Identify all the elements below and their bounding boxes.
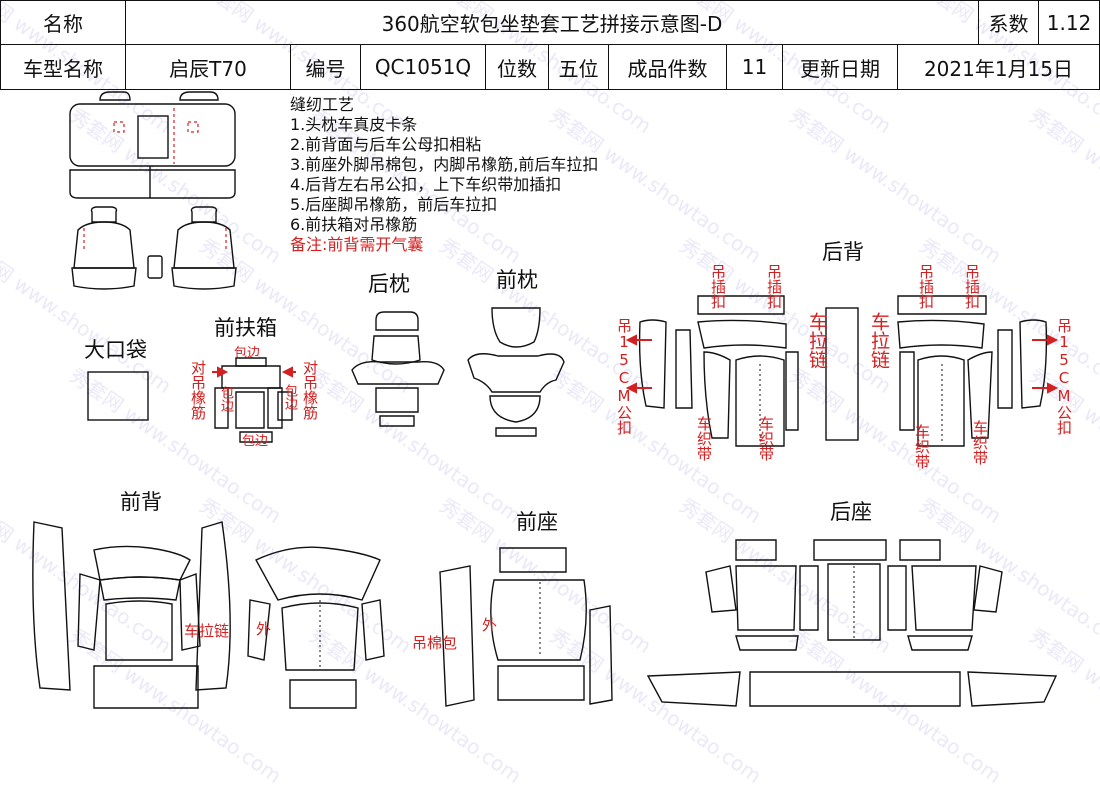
rear-seat-thumbnail [69,91,236,199]
rear-seat-pieces [646,539,1058,707]
hang-buckle-note-4: 吊插扣 [963,264,981,309]
hang-buckle-note-2: 吊插扣 [765,264,783,309]
notes-item-1: 1.头枕车真皮卡条 [290,115,418,134]
front-seat-outer-note: 外 [482,616,498,634]
rear-back-right-pieces [897,295,1048,447]
car-label: 车型名称 [1,45,126,89]
rear-back-label: 后背 [822,240,864,264]
coef-value: 1.12 [1039,1,1099,45]
notes-item-4: 4.后背左右吊公扣，上下车织带加插扣 [290,175,562,194]
coef-label: 系数 [979,1,1039,45]
front-armrest-label: 前扶箱 [214,316,277,340]
hang-buckle-note-1: 吊插扣 [709,264,727,309]
console-thumbnail [147,255,163,279]
rear-headrest-pieces [351,311,445,427]
front-seat-thumbnail-right [171,206,237,290]
front-armrest-pieces [214,357,293,443]
hem-note-left: 包边 [218,386,233,412]
front-headrest-pieces [467,307,565,437]
notes-item-3: 3.前座外脚吊棉包，内脚吊橡筋,前后车拉扣 [290,155,599,174]
pair-elastic-note-right: 对吊橡筋 [301,360,319,420]
front-back-label: 前背 [120,490,162,514]
hang-15cm-note-left: 吊15CM公扣 [615,318,633,435]
hem-note-top: 包边 [234,346,261,361]
front-back-zipper-note: 车拉链 [184,622,230,640]
notes-remark: 备注:前背需开气囊 [290,235,424,254]
front-headrest-label: 前枕 [496,268,538,292]
drawing-title: 360航空软包坐垫套工艺拼接示意图-D [126,1,979,45]
notes-item-2: 2.前背面与后车公母扣相粘 [290,135,482,154]
big-pocket-piece [87,371,149,421]
seat-label: 位数 [486,45,549,89]
notes-item-5: 5.后座脚吊橡筋，前后车拉扣 [290,195,498,214]
notes-item-6: 6.前扶箱对吊橡筋 [290,215,418,234]
webbing-note-1: 车织带 [695,416,713,461]
count-value: 11 [727,45,783,89]
name-label: 名称 [1,1,126,45]
front-seat-label: 前座 [516,510,558,534]
hem-note-right: 包边 [282,384,297,410]
front-back-outer-note: 外 [256,620,272,638]
front-seat-pieces [439,547,613,707]
code-value: QC1051Q [361,45,486,89]
pattern-drawing [32,91,1059,709]
date-value: 2021年1月15日 [923,56,1074,81]
hem-note-bottom: 包边 [242,434,269,449]
notes-title: 缝纫工艺 [290,95,355,114]
car-value: 启辰T70 [126,45,291,89]
rear-back-left-pieces [638,295,799,447]
count-label: 成品件数 [609,45,727,89]
rear-seat-label: 后座 [830,500,872,524]
big-pocket-label: 大口袋 [84,338,147,362]
code-label: 编号 [291,45,361,89]
webbing-note-3: 车织带 [913,424,931,469]
zipper-note-right: 车拉链 [868,312,890,369]
date-label: 更新日期 [783,45,898,89]
zipper-note-left: 车拉链 [806,312,828,369]
pair-elastic-note-left: 对吊橡筋 [189,360,207,420]
hang-cotton-note: 吊棉包 [412,634,458,652]
title-block: 名称 360航空软包坐垫套工艺拼接示意图-D 系数 1.12 车型名称 启辰T7… [0,0,1100,90]
sewing-notes: 缝纫工艺 1.头枕车真皮卡条 2.前背面与后车公母扣相粘 3.前座外脚吊棉包，内… [290,95,598,255]
front-seat-thumbnail-left [71,206,137,290]
rear-headrest-label: 后枕 [368,272,410,296]
seat-value: 五位 [549,45,609,89]
hang-15cm-note-right: 吊15CM公扣 [1055,318,1073,435]
webbing-note-2: 车织带 [757,416,775,461]
rear-back-middle-zipper [825,307,859,441]
webbing-note-4: 车织带 [971,420,989,465]
front-back-pieces [32,521,385,709]
hang-buckle-note-3: 吊插扣 [917,264,935,309]
